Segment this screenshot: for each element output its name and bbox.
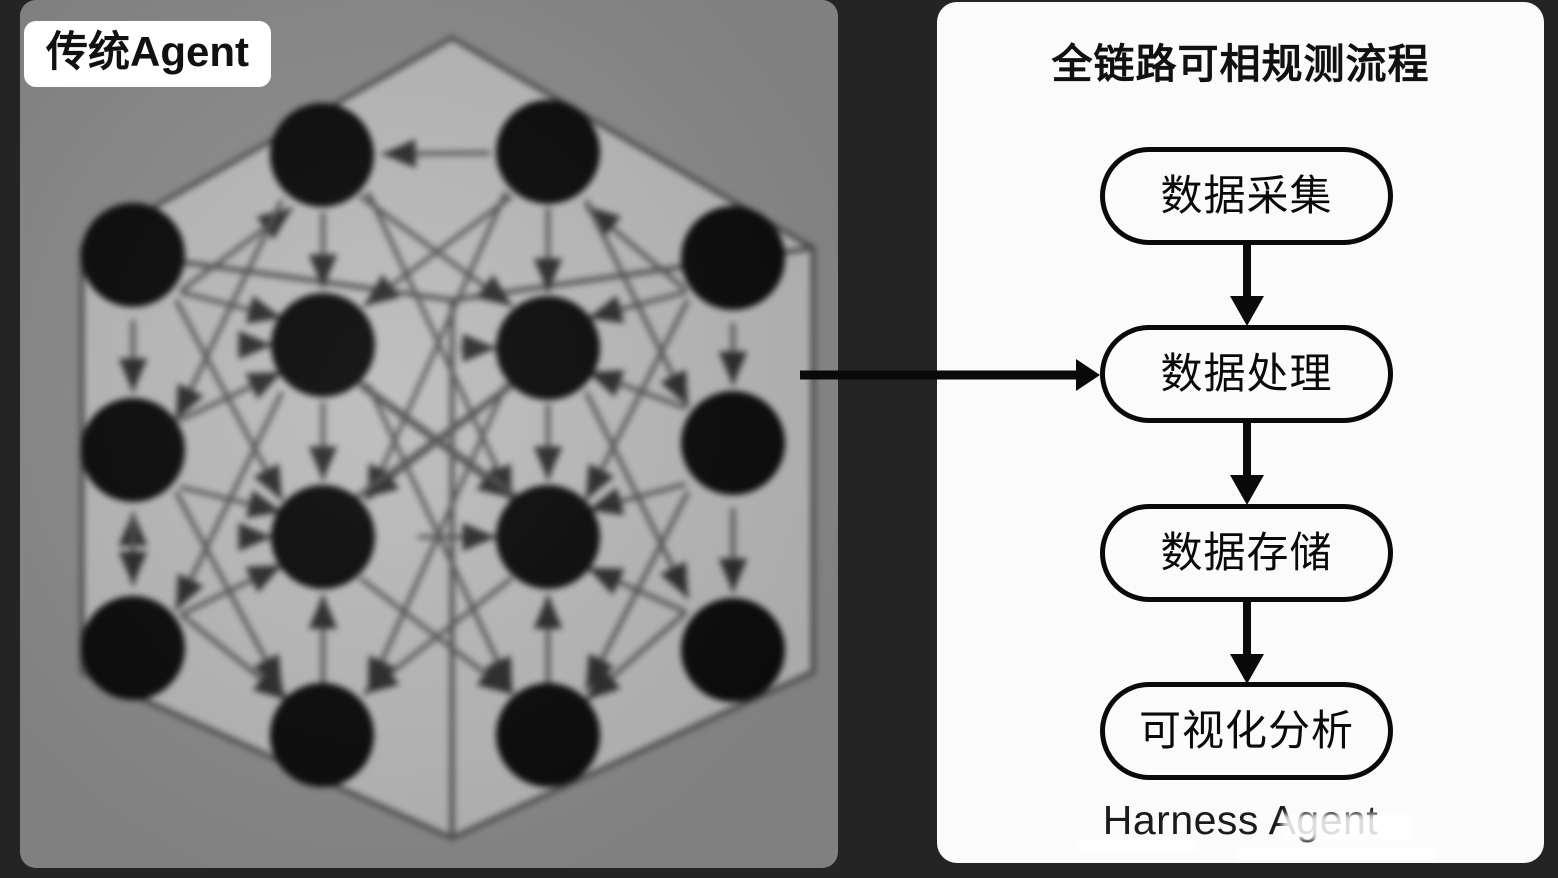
harness-agent-caption: Harness Agent bbox=[1102, 797, 1379, 843]
flow-step-data-collection[interactable]: 数据采集 bbox=[1100, 147, 1393, 245]
flow-step-data-storage[interactable]: 数据存储 bbox=[1100, 504, 1393, 602]
flow-arrow-1 bbox=[1230, 244, 1264, 326]
flow-step-visualization-analysis[interactable]: 可视化分析 bbox=[1100, 682, 1393, 780]
panel-connector-arrow bbox=[800, 359, 1100, 391]
flow-step-label: 数据采集 bbox=[1160, 172, 1333, 219]
flow-step-label: 可视化分析 bbox=[1138, 707, 1354, 754]
flow-arrow-2 bbox=[1230, 423, 1264, 505]
traditional-agent-title-chip: 传统Agent bbox=[24, 21, 271, 88]
traditional-agent-title: 传统Agent bbox=[46, 28, 249, 75]
observability-flow-panel: 全链路可相规测流程 数据采集 数据处理 数据存储 可视化分析 Harness A… bbox=[937, 2, 1544, 863]
flow-step-label: 数据存储 bbox=[1160, 529, 1333, 576]
flow-panel-title: 全链路可相规测流程 bbox=[1051, 41, 1430, 87]
flow-step-label: 数据处理 bbox=[1160, 350, 1333, 397]
flow-step-data-processing[interactable]: 数据处理 bbox=[1100, 325, 1393, 423]
traditional-agent-panel: 传统Agent bbox=[20, 0, 838, 868]
flow-arrow-3 bbox=[1230, 602, 1264, 684]
image-artifact-b bbox=[1237, 847, 1437, 861]
agent-network-diagram bbox=[79, 35, 816, 841]
